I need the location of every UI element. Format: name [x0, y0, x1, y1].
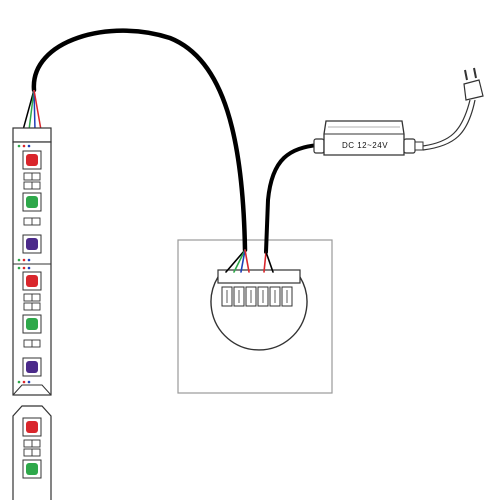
led-chip-green: [22, 314, 42, 334]
strip-cable: [31, 28, 248, 253]
plug-body: [463, 79, 484, 101]
led-chip-blue: [22, 357, 42, 377]
led-strip: [12, 89, 52, 500]
strip-cable-jacket: [31, 28, 248, 253]
resistor-pair: [23, 439, 41, 457]
psu-cable-gland-left: [313, 138, 325, 154]
mains-cord: [422, 99, 476, 151]
strip-pads: [17, 144, 31, 384]
wire-black: [225, 249, 246, 273]
led-chip-red: [22, 150, 42, 170]
strip-connector: [12, 127, 52, 143]
psu-voltage-label: DC 12~24V: [342, 141, 388, 150]
controller-unit: [177, 239, 333, 394]
wire-black: [265, 251, 274, 273]
led-chip-red: [22, 271, 42, 291]
psu-cable-gland-right: [403, 138, 416, 154]
led-chip-blue: [22, 234, 42, 254]
resistor-single: [23, 339, 41, 348]
wire-blue: [240, 249, 246, 273]
power-supply: DC 12~24V: [313, 120, 424, 156]
power-cable: [264, 143, 320, 254]
resistor-pair: [23, 293, 41, 311]
resistor-pair: [23, 172, 41, 190]
led-chip-green: [22, 192, 42, 212]
power-cable-jacket: [264, 143, 320, 254]
resistor-single: [23, 217, 41, 226]
wire-red: [244, 249, 250, 273]
led-chip-red: [22, 417, 42, 437]
ac-plug: [463, 67, 484, 101]
controller-strip-wires: [225, 249, 250, 273]
strip-connector-wires: [22, 89, 42, 131]
led-chip-green: [22, 459, 42, 479]
terminal-block: [217, 269, 301, 284]
wire-green: [233, 249, 246, 273]
controller-power-wires: [263, 251, 274, 273]
wire-red: [263, 251, 267, 273]
